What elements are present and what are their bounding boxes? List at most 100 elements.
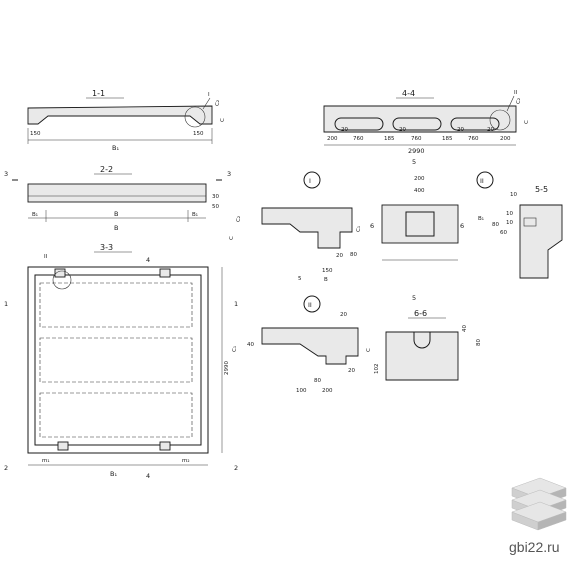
s66-dim-40: 40 xyxy=(462,325,468,332)
d1-dim-c2: C₂ xyxy=(236,216,242,222)
detail-II-right-label: II xyxy=(480,177,484,185)
lifting-loop-3 xyxy=(57,441,69,451)
lifting-loop-2 xyxy=(159,268,171,278)
s55-dim-60: 60 xyxy=(500,230,507,236)
dim-30: 30 xyxy=(212,194,219,200)
cut-mark-6-left: 6 xyxy=(370,222,374,230)
dim-200-b: 200 xyxy=(500,136,511,142)
dim-20-d: 20 xyxy=(487,127,494,133)
section-6-6-title: 6-6 xyxy=(414,309,427,318)
d1-dim-150: 150 xyxy=(322,268,333,274)
detail-I-label: I xyxy=(309,177,311,185)
dim-b-total-22: B xyxy=(114,224,118,232)
s55-dim-b1: B₁ xyxy=(478,216,484,222)
section-5-5-title: 5-5 xyxy=(535,185,548,194)
d1-dim-5: 5 xyxy=(298,276,302,282)
cut-mark-2-left: 2 xyxy=(4,464,8,472)
dim-m1: m₁ xyxy=(42,458,50,464)
section-1-1-title: 1-1 xyxy=(92,89,105,98)
lifting-loop-4 xyxy=(159,441,171,451)
loop-pocket xyxy=(405,211,435,237)
dim-b1-right-22: B₁ xyxy=(192,212,198,218)
section-3-3: 3-3 4 4 II m₁ B₁ m₂ 2990 1 1 2 2 xyxy=(4,243,238,480)
dim-20-c: 20 xyxy=(457,127,464,133)
section-4-4: 4-4 II 200 20 760 185 20 760 185 20 760 … xyxy=(323,89,530,155)
dim-2990-top: 2990 xyxy=(408,147,425,155)
s55-dim-10-a: 10 xyxy=(510,192,517,198)
plan-dim-400: 400 xyxy=(414,188,425,194)
detail-II-label: II xyxy=(308,301,312,309)
s55-dim-80: 80 xyxy=(492,222,499,228)
detail-II-right: II 5-5 10 10 10 60 80 B₁ xyxy=(476,171,563,279)
d1-dim-c1: C₁ xyxy=(356,226,362,232)
s55-dim-10-c: 10 xyxy=(506,220,513,226)
void-row-3 xyxy=(39,392,193,438)
dim-20-b: 20 xyxy=(399,127,406,133)
dim-m2: m₂ xyxy=(182,458,190,464)
dim-2990-side: 2990 xyxy=(224,361,230,375)
dim-200-a: 200 xyxy=(327,136,338,142)
cut-mark-1-right: 1 xyxy=(234,300,238,308)
d2-dim-c: C xyxy=(366,348,372,352)
callout-II-33: II xyxy=(44,254,48,260)
dim-760-b: 760 xyxy=(411,136,422,142)
section-6-6: 6-6 40 80 xyxy=(385,309,482,381)
cut-mark-3-left: 3 xyxy=(4,170,8,178)
section-2-2-title: 2-2 xyxy=(100,165,113,174)
detail-II-circle xyxy=(303,295,321,313)
cut-mark-4-bottom: 4 xyxy=(146,472,150,480)
s66-dim-80: 80 xyxy=(476,339,482,346)
dim-c2-44: C₂ xyxy=(516,98,522,104)
cut-mark-2-right: 2 xyxy=(234,464,238,472)
dim-20-a: 20 xyxy=(341,127,348,133)
detail-II-circle-right xyxy=(476,171,494,189)
dim-b1-left-22: B₁ xyxy=(32,212,38,218)
cut-mark-1-left: 1 xyxy=(4,300,8,308)
dim-c: C xyxy=(220,118,226,122)
detail-plan: 5 5 6 6 200 400 xyxy=(370,158,464,302)
dim-185-a: 185 xyxy=(384,136,395,142)
d2-dim-200: 200 xyxy=(322,388,333,394)
callout-I-circle xyxy=(184,106,206,128)
watermark-text: gbi22.ru xyxy=(509,539,560,555)
d2-dim-102: 102 xyxy=(374,364,380,375)
plan-dim-200: 200 xyxy=(414,176,425,182)
section-1-1: 1-1 I 150 150 B₁ C₂ C xyxy=(27,89,226,152)
dim-50: 50 xyxy=(212,204,219,210)
cut-mark-4-top: 4 xyxy=(146,256,150,264)
void-row-1 xyxy=(39,282,193,328)
cut-mark-5-bottom: 5 xyxy=(412,294,416,302)
callout-I-label: I xyxy=(208,92,210,98)
dim-c-44: C xyxy=(524,120,530,124)
detail-I-circle xyxy=(303,171,321,189)
dim-b1-33: B₁ xyxy=(110,470,117,478)
cut-mark-6-right: 6 xyxy=(460,222,464,230)
watermark-logo xyxy=(511,477,567,531)
detail-I: I C₂ C C₁ 20 80 150 5 B xyxy=(229,171,362,283)
dim-760-a: 760 xyxy=(353,136,364,142)
d1-dim-c: C xyxy=(229,236,235,240)
d2-dim-80: 80 xyxy=(314,378,321,384)
dim-760-c: 760 xyxy=(468,136,479,142)
detail-II: II C₁ 20 40 C 20 102 100 80 200 xyxy=(232,295,380,394)
section-2-2: 2-2 B₁ B B₁ B 30 50 3 3 xyxy=(4,165,231,232)
dim-b1: B₁ xyxy=(112,144,119,152)
cut-mark-5-top: 5 xyxy=(412,158,416,166)
d1-dim-20: 20 xyxy=(336,253,343,259)
d2-dim-c1: C₁ xyxy=(232,346,238,352)
callout-II-label: II xyxy=(514,90,518,96)
d2-dim-20-bottom: 20 xyxy=(348,368,355,374)
dim-c2: C₂ xyxy=(215,100,221,106)
lifting-loop-1 xyxy=(54,268,66,278)
section-3-3-title: 3-3 xyxy=(100,243,113,252)
dim-185-b: 185 xyxy=(442,136,453,142)
d1-dim-b: B xyxy=(324,277,328,283)
dim-150-right: 150 xyxy=(193,131,204,137)
d2-dim-40: 40 xyxy=(247,342,254,348)
cut-mark-3-right: 3 xyxy=(227,170,231,178)
plan-outline xyxy=(27,266,209,454)
d2-dim-20-top: 20 xyxy=(340,312,347,318)
dim-b-22: B xyxy=(114,210,118,218)
